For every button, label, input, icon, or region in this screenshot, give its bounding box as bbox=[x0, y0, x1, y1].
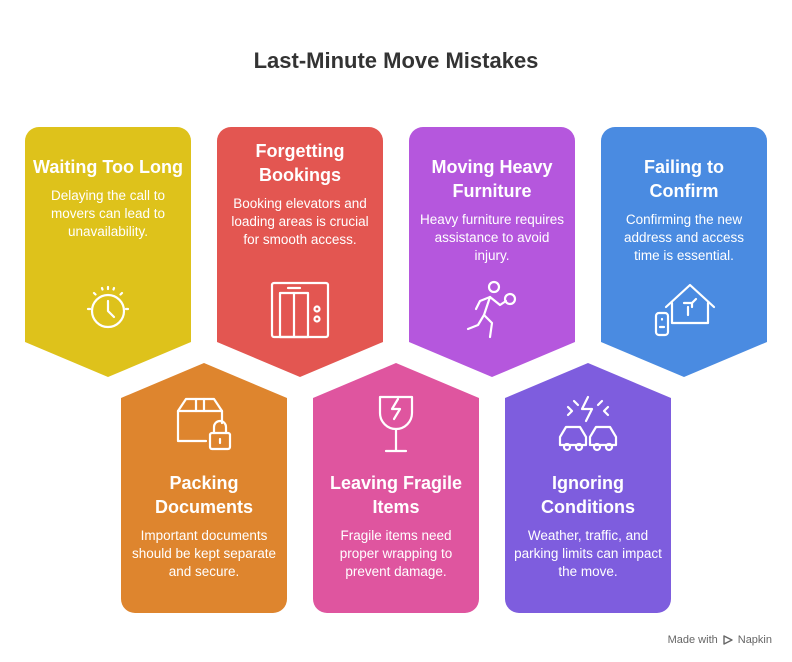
card-packing-documents: Packing Documents Important documents sh… bbox=[121, 363, 287, 613]
card-waiting-too-long: Waiting Too Long Delaying the call to mo… bbox=[25, 127, 191, 377]
card-title: Forgetting Bookings bbox=[255, 141, 345, 185]
footer-brand: Napkin bbox=[737, 634, 772, 646]
card-text: Important documents should be kept separ… bbox=[131, 528, 277, 579]
card-title: Moving Heavy Furniture bbox=[431, 157, 553, 201]
card-moving-heavy-furniture: Moving Heavy Furniture Heavy furniture r… bbox=[409, 127, 575, 377]
footer-prefix: Made with bbox=[667, 634, 718, 646]
elevator-icon bbox=[268, 277, 332, 341]
card-text: Weather, traffic, and parking limits can… bbox=[514, 528, 662, 579]
card-title: Packing Documents bbox=[154, 473, 253, 517]
card-forgetting-bookings: Forgetting Bookings Booking elevators an… bbox=[217, 127, 383, 377]
clock-icon bbox=[76, 277, 140, 341]
locked-box-icon bbox=[172, 393, 236, 457]
card-text: Heavy furniture requires assistance to a… bbox=[419, 212, 565, 263]
card-failing-to-confirm: Failing to Confirm Confirming the new ad… bbox=[601, 127, 767, 377]
card-title: Failing to Confirm bbox=[644, 157, 724, 201]
smart-home-icon bbox=[652, 277, 716, 341]
card-text: Confirming the new address and access ti… bbox=[623, 212, 745, 263]
broken-glass-icon bbox=[364, 393, 428, 457]
card-leaving-fragile-items: Leaving Fragile Items Fragile items need… bbox=[313, 363, 479, 613]
card-title: Ignoring Conditions bbox=[541, 473, 635, 517]
card-ignoring-conditions: Ignoring Conditions Weather, traffic, an… bbox=[505, 363, 671, 613]
diagram-title: Last-Minute Move Mistakes bbox=[253, 48, 539, 73]
card-text: Delaying the call to movers can lead to … bbox=[50, 188, 166, 239]
card-text: Booking elevators and loading areas is c… bbox=[231, 196, 369, 247]
napkin-logo-icon bbox=[722, 634, 734, 646]
card-title: Leaving Fragile Items bbox=[329, 473, 463, 517]
car-crash-icon bbox=[556, 393, 620, 457]
card-title: Waiting Too Long bbox=[33, 157, 183, 177]
card-text: Fragile items need proper wrapping to pr… bbox=[339, 528, 453, 579]
person-lifting-icon bbox=[460, 277, 524, 341]
footer: Made with Napkin bbox=[668, 634, 772, 646]
